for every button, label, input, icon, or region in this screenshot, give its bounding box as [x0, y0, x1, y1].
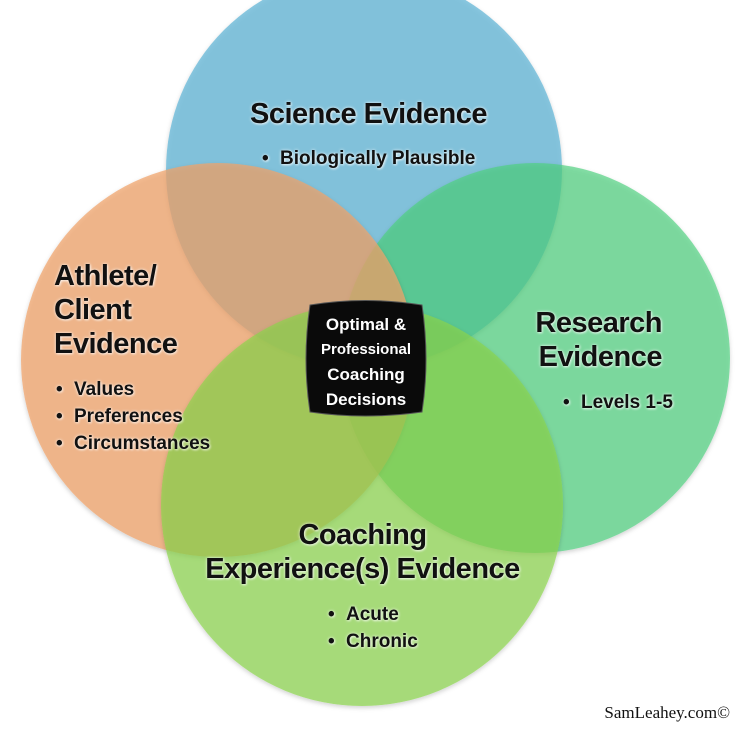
science-bullets: •Biologically Plausible [262, 145, 475, 172]
coaching-title: Coaching Experience(s) Evidence [205, 519, 520, 585]
research-title: Research Evidence [535, 307, 662, 373]
center-badge [305, 300, 427, 417]
research-bullets: •Levels 1-5 [563, 389, 673, 416]
athlete-title: Athlete/ Client Evidence [54, 260, 178, 360]
athlete-bullets: •Values •Preferences •Circumstances [56, 376, 210, 457]
coaching-circle [161, 304, 563, 706]
list-item: •Levels 1-5 [563, 392, 673, 413]
center-label: Optimal & Professional Coaching Decision… [320, 315, 412, 409]
list-item: •Values [56, 379, 135, 400]
list-item: •Chronic [328, 631, 418, 652]
list-item: •Preferences [56, 406, 183, 427]
list-item: •Circumstances [56, 433, 211, 454]
credit-text: SamLeahey.com© [604, 703, 730, 722]
science-title: Science Evidence [250, 98, 488, 130]
list-item: •Biologically Plausible [262, 148, 476, 169]
coaching-bullets: •Acute •Chronic [328, 601, 418, 655]
list-item: •Acute [328, 604, 399, 625]
